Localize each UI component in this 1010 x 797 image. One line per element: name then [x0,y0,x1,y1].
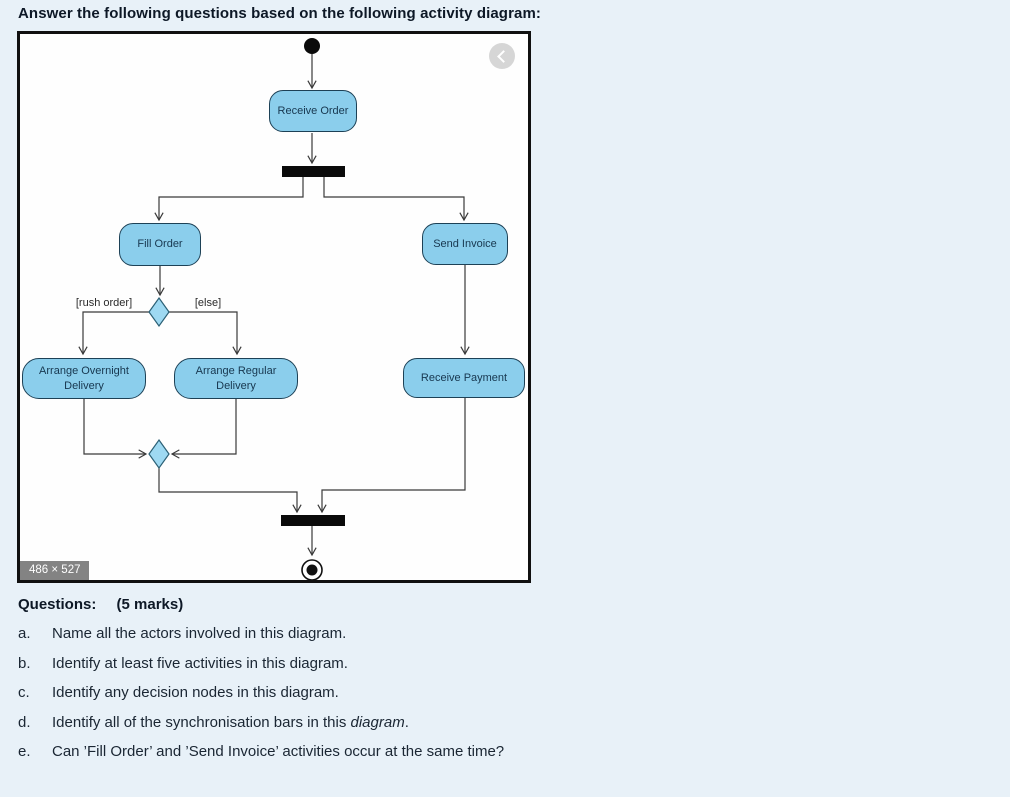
edge-fork-to-send-invoice [323,177,469,222]
questions-marks: (5 marks) [116,596,184,613]
question-text-italic: diagram [350,714,405,731]
page-title: Answer the following questions based on … [18,5,541,22]
edge-decision-to-regular [169,311,242,356]
join-bar [281,515,345,526]
question-text: Can ’Fill Order’ and ’Send Invoice’ acti… [52,743,505,760]
decision-diamond [148,296,170,328]
image-size-badge: 486 × 527 [20,561,90,580]
questions-heading: Questions: [18,596,97,613]
question-letter: e. [18,743,31,760]
question-text: Identify all of the synchronisation bars… [52,714,409,731]
edge-overnight-to-merge [83,399,148,459]
chevron-left-icon [497,49,510,63]
question-letter: d. [18,714,31,731]
question-text: Identify any decision nodes in this diag… [52,684,339,701]
activity-diagram-canvas: [rush order] [else] Receive Order Fill O… [20,34,528,580]
edge-regular-to-merge [170,399,237,459]
edge-decision-to-overnight [78,311,149,356]
merge-diamond [148,438,170,470]
guard-label-else: [else] [195,297,221,309]
question-text: Identify at least five activities in thi… [52,655,348,672]
question-item-c: c. Identify any decision nodes in this di… [18,684,339,701]
questions-heading-row: Questions: (5 marks) [18,596,183,613]
fork-bar [282,166,345,177]
activity-diagram-figure: [rush order] [else] Receive Order Fill O… [17,31,531,583]
activity-node-receive-payment: Receive Payment [403,358,525,398]
final-node-dot [306,564,318,576]
question-item-e: e. Can ’Fill Order’ and ’Send Invoice’ ac… [18,743,504,760]
guard-label-rush-order: [rush order] [76,297,132,309]
initial-node [304,38,320,54]
question-text: Name all the actors involved in this dia… [52,625,347,642]
question-item-d: d. Identify all of the synchronisation ba… [18,714,409,731]
edge-fork-to-fill-order [154,177,304,222]
question-text-part: . [404,714,409,731]
activity-node-arrange-regular-delivery: Arrange Regular Delivery [174,358,298,399]
carousel-prev-button[interactable] [489,43,515,69]
question-text-part: Identify all of the synchronisation bars… [52,714,351,731]
diagram-edges-layer: [rush order] [else] [76,38,470,580]
activity-node-arrange-overnight-delivery: Arrange Overnight Delivery [22,358,146,399]
edge-merge-to-join [158,468,302,514]
activity-node-fill-order: Fill Order [119,223,201,266]
question-letter: a. [18,625,31,642]
activity-node-send-invoice: Send Invoice [422,223,508,265]
question-letter: b. [18,655,31,672]
question-item-a: a. Name all the actors involved in this d… [18,625,346,642]
question-item-b: b. Identify at least five activities in t… [18,655,348,672]
activity-node-receive-order: Receive Order [269,90,357,132]
edge-receive-payment-to-join [317,398,466,514]
question-letter: c. [18,684,30,701]
